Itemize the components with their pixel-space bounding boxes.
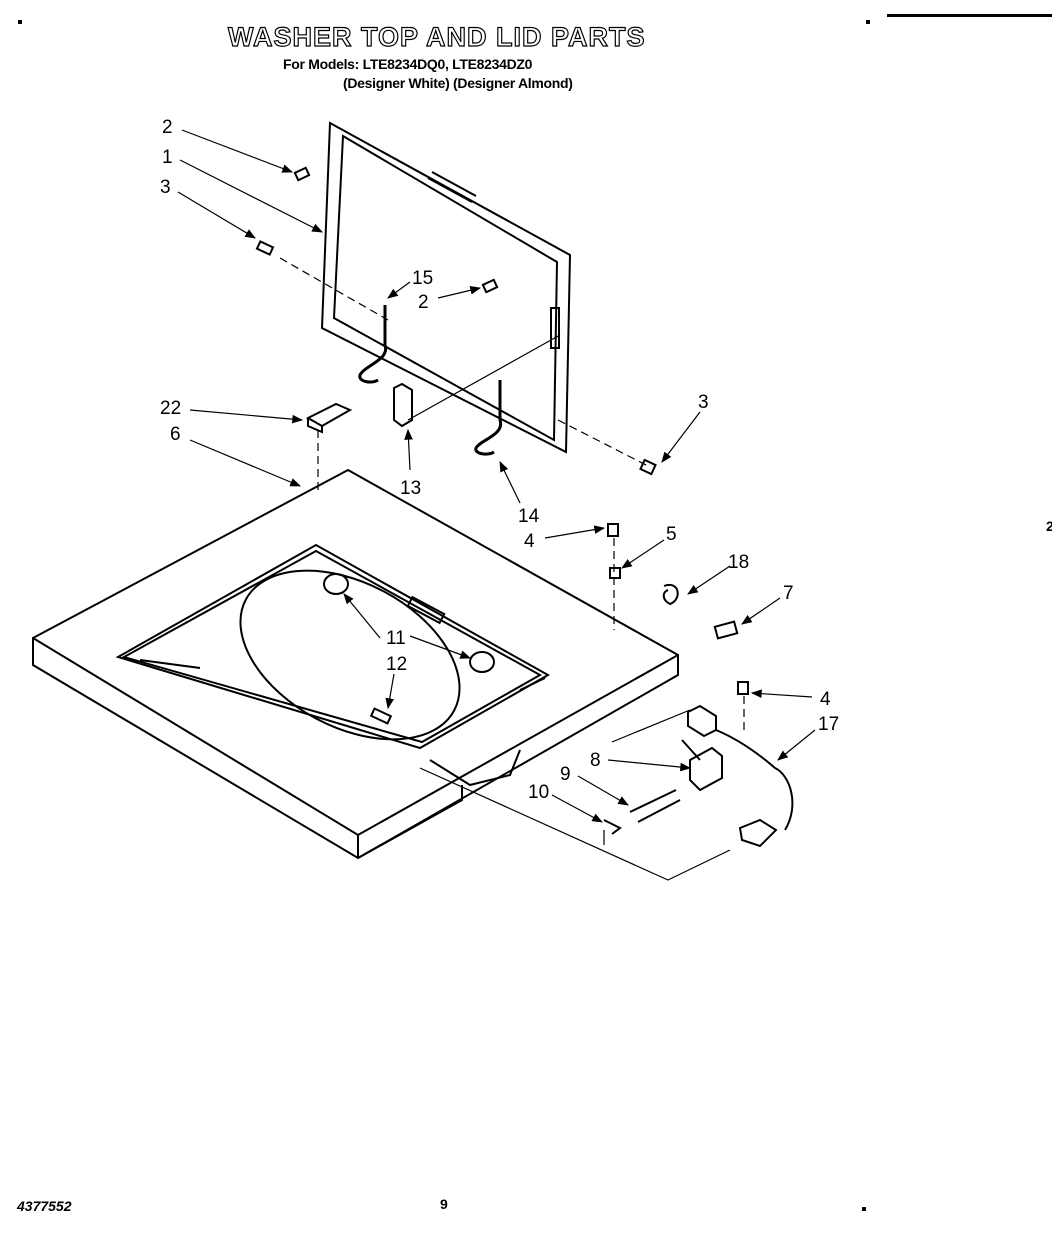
document-number: 4377552 xyxy=(17,1198,72,1214)
callout-number: 10 xyxy=(528,782,549,803)
lid-switch-assembly xyxy=(603,704,794,848)
callout-number: 3 xyxy=(698,392,709,413)
edge-rule xyxy=(887,14,1052,17)
callout-number: 13 xyxy=(400,478,421,499)
corner-mark xyxy=(862,1207,866,1211)
callout-number: 4 xyxy=(524,531,535,552)
callout-number: 17 xyxy=(818,714,839,735)
page-number: 9 xyxy=(440,1196,448,1212)
corner-mark xyxy=(18,20,22,24)
lid-hinge xyxy=(358,305,503,456)
callout-number: 22 xyxy=(160,398,181,419)
edge-mark: 2 xyxy=(1046,518,1052,534)
hinge-clip xyxy=(305,402,353,434)
callout-number: 14 xyxy=(518,506,540,527)
callout-number: 12 xyxy=(386,654,407,675)
callout-number: 1 xyxy=(162,147,173,168)
bumper-pad xyxy=(323,573,495,673)
corner-mark xyxy=(866,20,870,24)
models-line: For Models: LTE8234DQ0, LTE8234DZ0 xyxy=(283,56,533,72)
callout-number: 2 xyxy=(162,117,173,138)
callout-number: 2 xyxy=(418,292,429,313)
callout-leader xyxy=(177,129,816,823)
callout-number: 11 xyxy=(386,628,406,649)
callout-number: 18 xyxy=(728,552,749,573)
diagram-title: WASHER TOP AND LID PARTS xyxy=(227,21,646,52)
screw xyxy=(255,166,749,725)
switch-bracket xyxy=(393,382,413,428)
lid-frame xyxy=(320,121,572,454)
callout-number: 15 xyxy=(412,268,433,289)
small-part xyxy=(662,583,739,640)
callout-number: 5 xyxy=(666,524,677,545)
variants-line: (Designer White) (Designer Almond) xyxy=(343,75,573,91)
washer-top xyxy=(32,468,679,860)
callout-number: 9 xyxy=(560,764,571,785)
callout-number: 3 xyxy=(160,177,171,198)
callout-number: 4 xyxy=(820,689,831,710)
callout-number: 8 xyxy=(590,750,601,771)
assembly-line xyxy=(279,257,745,730)
callout-number: 7 xyxy=(783,583,794,604)
leader-solid-line xyxy=(407,334,731,881)
callout-number: 6 xyxy=(170,424,181,445)
